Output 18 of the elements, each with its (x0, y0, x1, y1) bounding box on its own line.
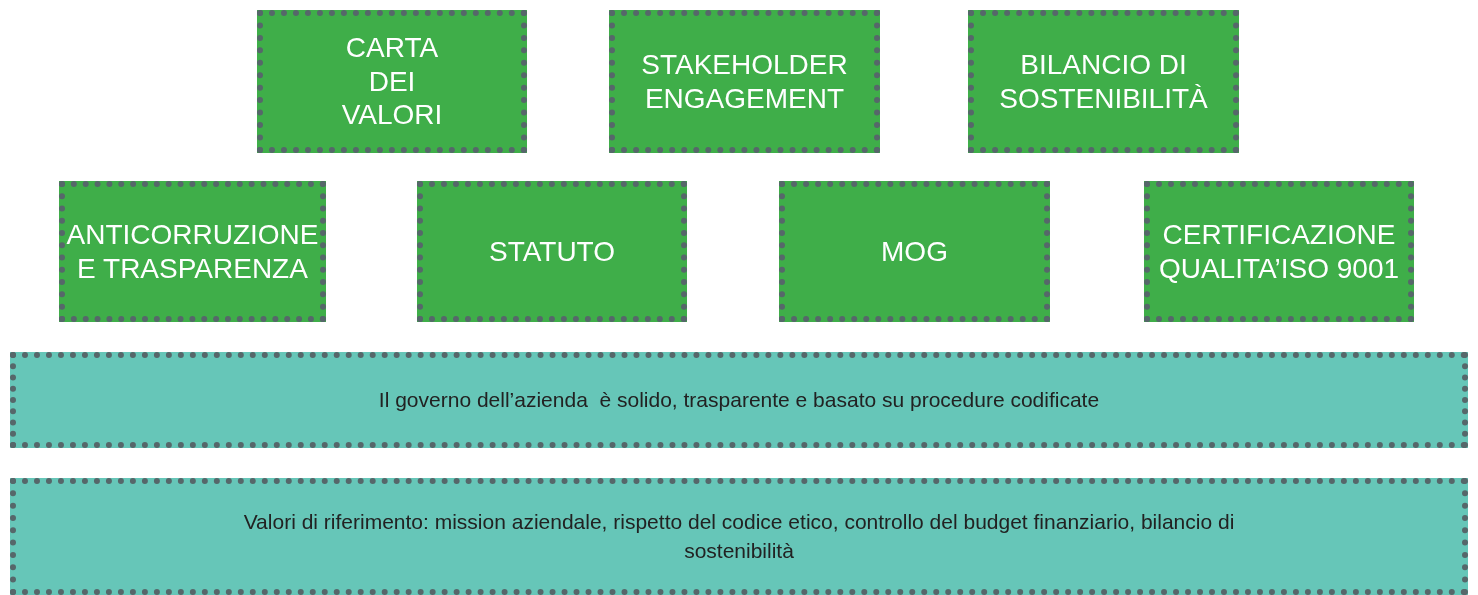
topic-box (1144, 181, 1414, 322)
statement-text: Valori di riferimento: mission aziendale, rispetto del codice etico, controllo del budget finanziario, bilancio di sostenibilità (242, 509, 1236, 564)
topic-box (257, 10, 527, 153)
topic-box (779, 181, 1050, 322)
topic-label: BILANCIO DI SOSTENIBILITÀ (998, 47, 1209, 116)
topic-box (609, 10, 880, 153)
topic-box (417, 181, 687, 322)
topic-label: STAKEHOLDER ENGAGEMENT (640, 47, 849, 116)
topic-label: CARTA DEI VALORI (340, 31, 444, 132)
topic-box (968, 10, 1239, 153)
topic-box (59, 181, 326, 322)
statement-text: Il governo dell’azienda è solido, trasparente e basato su procedure codificate (378, 386, 1100, 413)
statement-band (10, 352, 1468, 448)
statement-band (10, 478, 1468, 595)
topic-label: STATUTO (489, 234, 615, 269)
topic-label: ANTICORRUZIONE E TRASPARENZA (66, 217, 319, 286)
topic-label: CERTIFICAZIONE QUALITA’ISO 9001 (1158, 217, 1400, 286)
topic-label: MOG (881, 234, 948, 269)
